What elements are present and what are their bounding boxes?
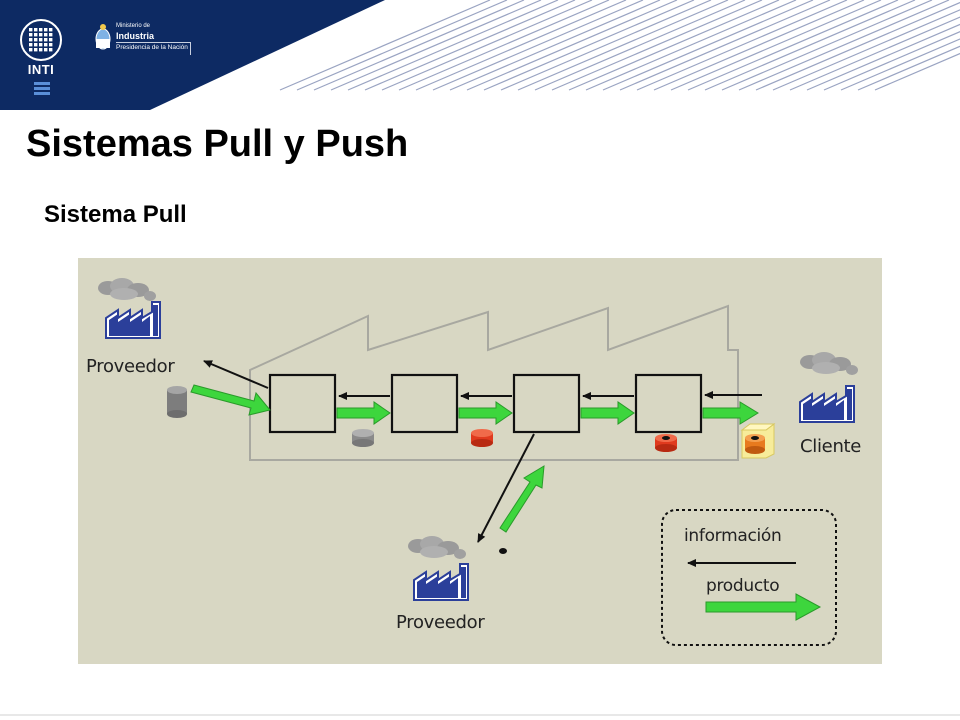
- product-arrow-supplier-to-1: [190, 384, 271, 416]
- product-arrows: [190, 384, 822, 621]
- part-red-ring: [655, 434, 677, 452]
- pull-system-diagram: Proveedor Cliente Proveedor información …: [78, 258, 882, 664]
- product-arrow-3-to-4: [580, 401, 635, 425]
- legend-product-label: producto: [706, 576, 780, 596]
- part-gray-cylinder: [167, 386, 187, 418]
- slide-title: Sistemas Pull y Push: [26, 123, 409, 165]
- info-arrow-plant-to-supplier-left: [203, 360, 269, 389]
- customer-label: Cliente: [800, 436, 862, 457]
- inti-logo-text: INTI: [27, 62, 55, 77]
- inti-logo-icon: [20, 19, 62, 95]
- station-4: [634, 373, 703, 434]
- supplier-bottom-label: Proveedor: [396, 612, 485, 633]
- part-orange-ring-in-box: [740, 423, 776, 459]
- station-2: [390, 373, 459, 434]
- footer-divider: [0, 714, 960, 716]
- station-1: [268, 373, 337, 434]
- product-arrow-supplier-bottom-to-3: [499, 465, 545, 533]
- supplier-left-label: Proveedor: [86, 356, 175, 377]
- legend-product-arrow: [705, 593, 822, 621]
- header-band: INTI Ministerio de Industria Presidencia…: [0, 0, 960, 110]
- ministry-line-3: Presidencia de la Nación: [116, 42, 191, 55]
- product-arrow-1-to-2: [336, 401, 391, 425]
- part-black-small: [499, 548, 507, 554]
- slide-subtitle: Sistema Pull: [44, 201, 187, 228]
- legend-box: [661, 509, 837, 646]
- diagram-canvas: [78, 258, 882, 664]
- legend-info-label: información: [684, 526, 782, 546]
- plant-outline: [249, 304, 739, 461]
- part-gray-disc: [352, 429, 374, 447]
- product-arrow-4-to-customer: [702, 401, 759, 425]
- info-arrow-plant-to-supplier-bottom: [477, 433, 535, 543]
- header-decoration: [0, 0, 960, 110]
- part-red-disc: [471, 429, 493, 447]
- station-3: [512, 373, 581, 434]
- product-arrow-2-to-3: [458, 401, 513, 425]
- ministry-line-1: Ministerio de: [116, 23, 151, 29]
- argentina-crest-icon: [95, 24, 111, 50]
- ministry-line-2: Industria: [116, 31, 155, 41]
